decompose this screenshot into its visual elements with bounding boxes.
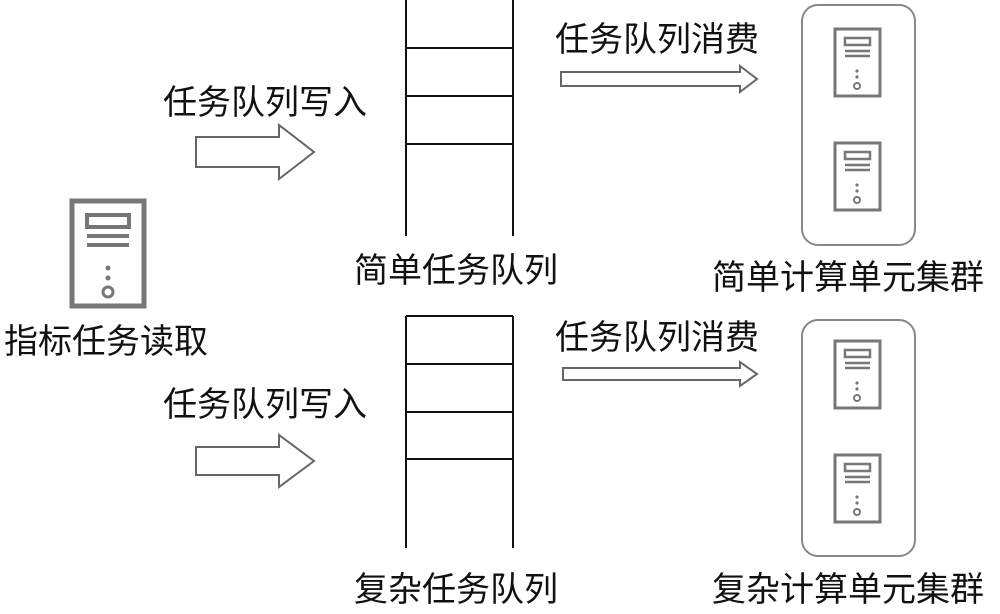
simple-cluster-label: 简单计算单元集群 [712,258,984,298]
reader-server-icon [69,198,147,309]
simple-cluster-server-icon-1 [833,27,882,98]
reader-label: 指标任务读取 [4,322,208,362]
write-label-bottom: 任务队列写入 [163,385,367,425]
complex-cluster-label: 复杂计算单元集群 [712,570,984,610]
simple-cluster-server-icon-2 [833,141,882,212]
complex-cluster-server-icon-2 [833,453,882,524]
consume-arrow-top [560,63,759,95]
simple-cluster-box [801,4,916,246]
complex-queue-stack [405,315,514,548]
consume-arrow-bottom [562,360,759,388]
simple-queue-stack [405,0,514,236]
complex-queue-label: 复杂任务队列 [354,570,558,610]
complex-cluster-server-icon-1 [833,339,882,410]
write-arrow-bottom [195,433,316,489]
consume-label-bottom: 任务队列消费 [555,318,759,358]
write-arrow-top [195,122,316,182]
simple-queue-label: 简单任务队列 [354,251,558,291]
consume-label-top: 任务队列消费 [555,20,759,60]
complex-cluster-box [801,319,916,557]
write-label-top: 任务队列写入 [163,83,367,123]
